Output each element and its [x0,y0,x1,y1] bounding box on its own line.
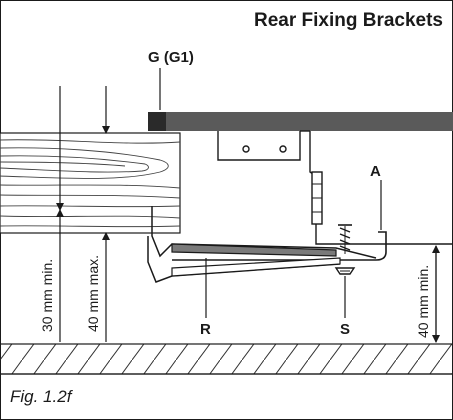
bracket-a [172,231,387,261]
label-a: A [370,163,381,180]
diagram-title: Rear Fixing Brackets [254,10,443,31]
floor-hatch [0,343,453,375]
label-r: R [200,321,211,338]
wooden-beam [0,132,181,234]
screw-s [334,267,356,275]
fixing-screw [338,224,352,254]
top-bracket-plate [217,130,453,245]
dim-left-max-label: 40 mm max. [85,255,101,332]
dim-right-min-label: 40 mm min. [415,265,431,338]
label-s: S [340,321,350,338]
rail-r [147,206,377,283]
worktop-panel [148,112,453,131]
figure-caption: Fig. 1.2f [10,387,74,406]
label-g: G (G1) [148,49,194,66]
seal-strip [148,112,166,131]
dim-left-min-label: 30 mm min. [39,259,55,332]
